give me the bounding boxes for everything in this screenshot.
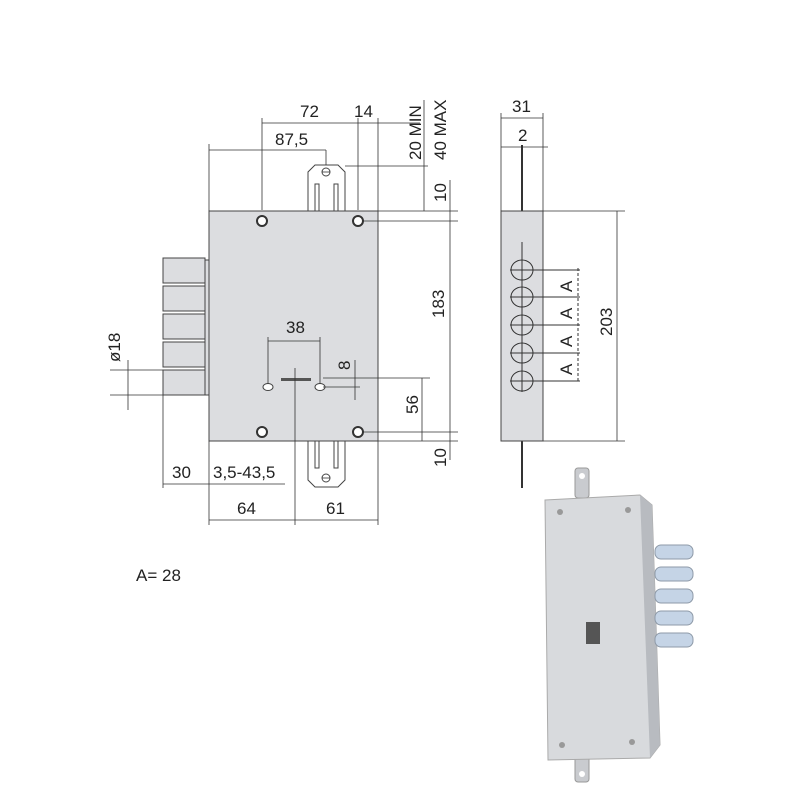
dim-a-4: A (557, 363, 576, 375)
dim-8: 8 (335, 361, 354, 370)
dim-a-2: A (557, 307, 576, 319)
cylinder-holes (262, 378, 326, 391)
dim-3-5-43-5: 3,5-43,5 (213, 463, 275, 482)
dim-87-5: 87,5 (275, 130, 308, 149)
dim-61: 61 (326, 499, 345, 518)
dim-183: 183 (429, 290, 448, 318)
dim-64: 64 (237, 499, 256, 518)
dim-72: 72 (300, 102, 319, 121)
front-view: 72 14 87,5 20 MIN 40 MAX 10 183 38 8 56 … (105, 100, 458, 525)
dim-20-min: 20 MIN (406, 105, 425, 160)
dim-30: 30 (172, 463, 191, 482)
dim-203: 203 (597, 308, 616, 336)
front-dimension-lines (110, 100, 458, 525)
side-view: 31 2 203 A A A A (500, 97, 625, 488)
dim-a-3: A (557, 335, 576, 347)
dim-2: 2 (518, 126, 527, 145)
dim-diameter-18: ø18 (105, 333, 124, 362)
dim-31: 31 (512, 97, 531, 116)
dim-a-1: A (557, 280, 576, 292)
side-dimension-lines (500, 113, 625, 442)
dim-10-top: 10 (431, 183, 450, 202)
lock-product-photo (544, 467, 694, 783)
bolt-circles (510, 242, 580, 392)
dim-40-max: 40 MAX (431, 100, 450, 160)
dim-56: 56 (403, 395, 422, 414)
lock-body (208, 210, 379, 442)
bolts (162, 257, 210, 396)
a-value-note: A= 28 (136, 566, 181, 585)
dim-38: 38 (286, 318, 305, 337)
dim-10-bottom: 10 (431, 448, 450, 467)
dim-14: 14 (354, 102, 373, 121)
